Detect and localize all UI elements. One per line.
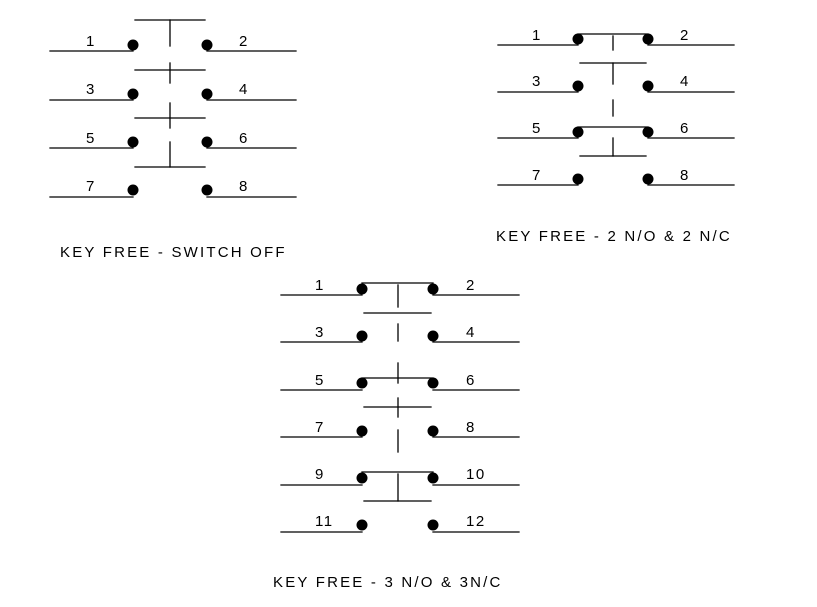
terminal-label: 4 bbox=[239, 81, 249, 98]
terminal-label: 12 bbox=[466, 513, 486, 530]
terminal-dot bbox=[642, 126, 654, 138]
terminal-dot bbox=[356, 377, 368, 389]
terminal-label: 1 bbox=[532, 27, 542, 44]
diagram-2no-2nc: 1 2 3 4 5 6 7 8 KEY FREE - 2 N/O & 2 N/C bbox=[496, 27, 735, 245]
terminal-dot bbox=[127, 39, 139, 51]
terminal-label: 4 bbox=[680, 73, 690, 90]
terminal-label: 2 bbox=[680, 27, 690, 44]
terminal-label: 3 bbox=[315, 324, 325, 341]
terminal-label: 7 bbox=[532, 167, 542, 184]
terminal-label: 8 bbox=[239, 178, 249, 195]
terminal-label: 9 bbox=[315, 466, 325, 483]
terminal-dot bbox=[427, 330, 439, 342]
terminal-dot bbox=[127, 184, 139, 196]
terminal-dot bbox=[572, 126, 584, 138]
terminal-dot bbox=[642, 80, 654, 92]
terminal-dot bbox=[572, 33, 584, 45]
terminal-dot bbox=[356, 283, 368, 295]
terminal-label: 10 bbox=[466, 466, 486, 483]
terminal-dot bbox=[201, 136, 213, 148]
diagram-caption: KEY FREE - 3 N/O & 3N/C bbox=[273, 574, 503, 591]
diagram-caption: KEY FREE - SWITCH OFF bbox=[60, 244, 287, 261]
terminal-label: 3 bbox=[86, 81, 96, 98]
terminal-label: 7 bbox=[86, 178, 96, 195]
terminal-label: 8 bbox=[680, 167, 690, 184]
terminal-dot bbox=[427, 283, 439, 295]
terminal-label: 5 bbox=[86, 130, 96, 147]
terminal-label: 1 bbox=[315, 277, 325, 294]
terminal-label: 3 bbox=[532, 73, 542, 90]
terminal-dot bbox=[356, 472, 368, 484]
diagram-3no-3nc: 1 2 3 4 5 6 7 8 9 10 11 12 KEY FREE - 3 … bbox=[273, 277, 520, 591]
terminal-label: 6 bbox=[466, 372, 476, 389]
terminal-label: 2 bbox=[239, 33, 249, 50]
terminal-dot bbox=[427, 377, 439, 389]
terminal-label: 8 bbox=[466, 419, 476, 436]
terminal-dot bbox=[201, 184, 213, 196]
terminal-label: 2 bbox=[466, 277, 476, 294]
terminal-label: 5 bbox=[532, 120, 542, 137]
diagram-caption: KEY FREE - 2 N/O & 2 N/C bbox=[496, 228, 732, 245]
terminal-label: 4 bbox=[466, 324, 476, 341]
terminal-dot bbox=[572, 173, 584, 185]
terminal-label: 5 bbox=[315, 372, 325, 389]
terminal-dot bbox=[201, 88, 213, 100]
terminal-dot bbox=[201, 39, 213, 51]
terminal-label: 7 bbox=[315, 419, 325, 436]
terminal-dot bbox=[642, 33, 654, 45]
terminal-dot bbox=[127, 136, 139, 148]
terminal-dot bbox=[356, 519, 368, 531]
terminal-dot bbox=[427, 472, 439, 484]
terminal-dot bbox=[427, 519, 439, 531]
terminal-dot bbox=[642, 173, 654, 185]
terminal-dot bbox=[356, 330, 368, 342]
terminal-dot bbox=[127, 88, 139, 100]
terminal-label: 11 bbox=[315, 513, 334, 530]
terminal-dot bbox=[356, 425, 368, 437]
terminal-dot bbox=[572, 80, 584, 92]
terminal-dot bbox=[427, 425, 439, 437]
diagram-switch-off: 1 2 3 4 5 6 7 8 KEY FREE - SWITCH OFF bbox=[49, 19, 297, 261]
terminal-label: 1 bbox=[86, 33, 96, 50]
terminal-label: 6 bbox=[239, 130, 249, 147]
terminal-label: 6 bbox=[680, 120, 690, 137]
